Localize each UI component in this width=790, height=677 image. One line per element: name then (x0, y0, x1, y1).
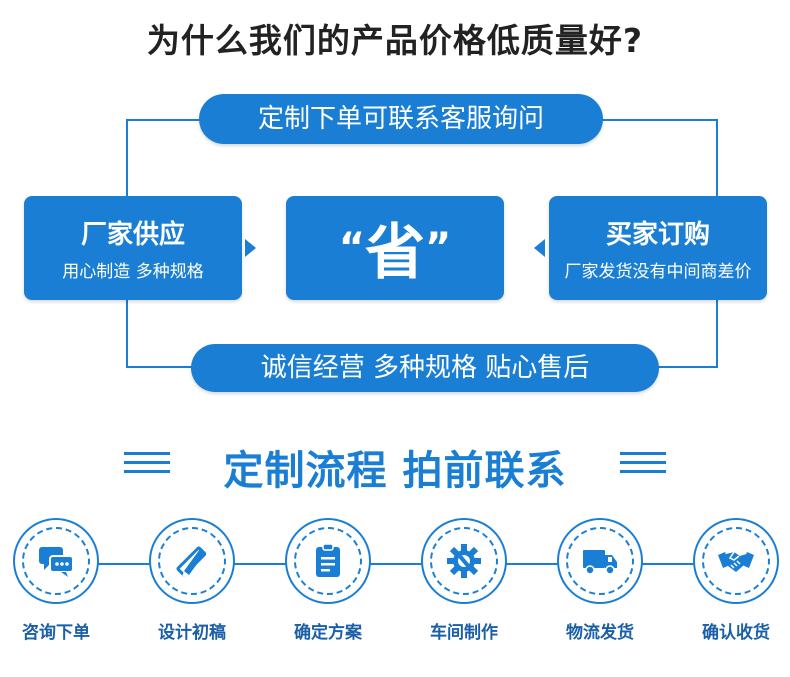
step-circle (693, 518, 779, 604)
flow-connector (40, 563, 750, 565)
page-title: 为什么我们的产品价格低质量好? (146, 21, 644, 60)
decor-lines-left (124, 452, 170, 479)
pencil-ruler-icon (176, 546, 207, 577)
step-label: 设计初稿 (158, 623, 226, 643)
step-confirm-plan: 确定方案 (282, 518, 374, 643)
decor-lines-right (620, 452, 666, 479)
step-design-draft: 设计初稿 (146, 518, 238, 643)
truck-icon (583, 550, 617, 575)
step-workshop-production: 车间制作 (418, 518, 510, 643)
step-label: 车间制作 (430, 623, 498, 643)
step-label: 物流发货 (566, 623, 634, 643)
step-circle (421, 518, 507, 604)
save-box: “省” (286, 196, 504, 300)
step-label: 确认收货 (702, 623, 770, 643)
section-title: 定制流程 拍前联系 (223, 448, 567, 494)
handshake-icon (718, 551, 754, 572)
quote-close: ” (425, 225, 452, 271)
arrow-left-icon (534, 239, 545, 257)
save-word: 省 (365, 218, 425, 288)
buyer-order-subtitle: 厂家发货没有中间商差价 (564, 262, 752, 282)
buyer-order-title: 买家订购 (605, 220, 710, 250)
factory-supply-box: 厂家供应 用心制造 多种规格 (24, 196, 242, 300)
step-circle (557, 518, 643, 604)
factory-supply-title: 厂家供应 (80, 220, 185, 250)
step-label: 咨询下单 (22, 623, 90, 643)
step-circle (149, 518, 235, 604)
step-consult-order: 咨询下单 (10, 518, 102, 643)
clipboard-icon (316, 543, 340, 577)
buyer-order-box: 买家订购 厂家发货没有中间商差价 (549, 196, 767, 300)
step-confirm-receipt: 确认收货 (690, 518, 782, 643)
quote-open: “ (338, 225, 365, 271)
bottom-pill: 诚信经营 多种规格 贴心售后 (191, 344, 659, 392)
gear-wrench-icon (447, 544, 481, 578)
step-circle (13, 518, 99, 604)
step-label: 确定方案 (294, 623, 362, 643)
step-circle (285, 518, 371, 604)
top-pill: 定制下单可联系客服询问 (199, 94, 603, 144)
step-logistics-shipping: 物流发货 (554, 518, 646, 643)
factory-supply-subtitle: 用心制造 多种规格 (62, 262, 204, 282)
arrow-right-icon (245, 239, 256, 257)
chat-bubbles-icon (39, 547, 74, 577)
